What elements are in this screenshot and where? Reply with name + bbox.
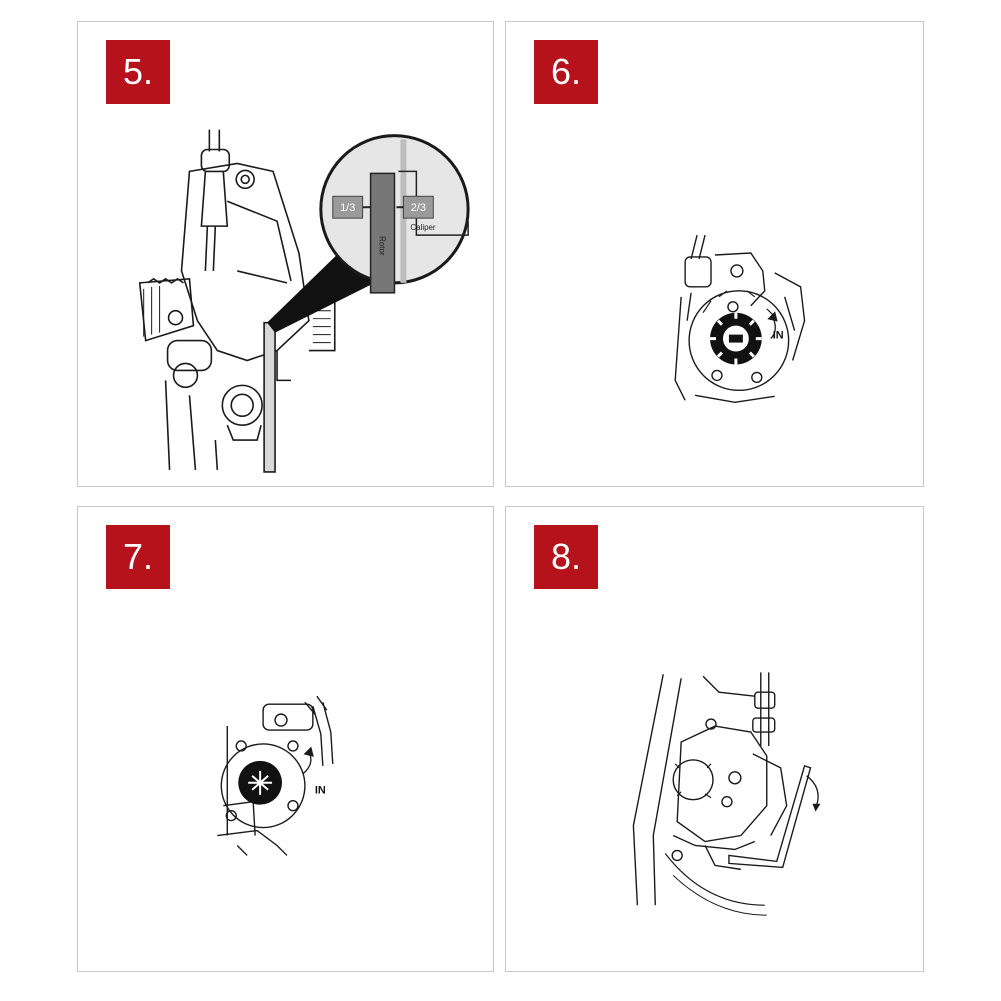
step-number-badge: 6. [534, 40, 598, 104]
step-number-badge: 7. [106, 525, 170, 589]
caliper-alignment-illustration: 1/3 2/3 Rotor Caliper [138, 129, 470, 473]
direction-in-label: IN [315, 785, 326, 797]
adjuster-dial-illustration: IN [674, 234, 806, 403]
right-gap-label: 2/3 [411, 202, 426, 214]
step-panel-6: 6. IN [505, 21, 924, 487]
rotor-label: Rotor [378, 236, 387, 256]
step-number-badge: 8. [534, 525, 598, 589]
left-gap-label: 1/3 [340, 202, 355, 214]
hex-key-tightening-illustration [632, 672, 821, 916]
adjuster-dial-illustration: IN [217, 695, 334, 856]
caliper-label: Caliper [410, 223, 436, 232]
step-panel-8: 8. [505, 506, 924, 972]
direction-in-label: IN [773, 330, 784, 342]
step-panel-5: 5. [77, 21, 494, 487]
step-number-badge: 5. [106, 40, 170, 104]
step-panel-7: 7. IN [77, 506, 494, 972]
